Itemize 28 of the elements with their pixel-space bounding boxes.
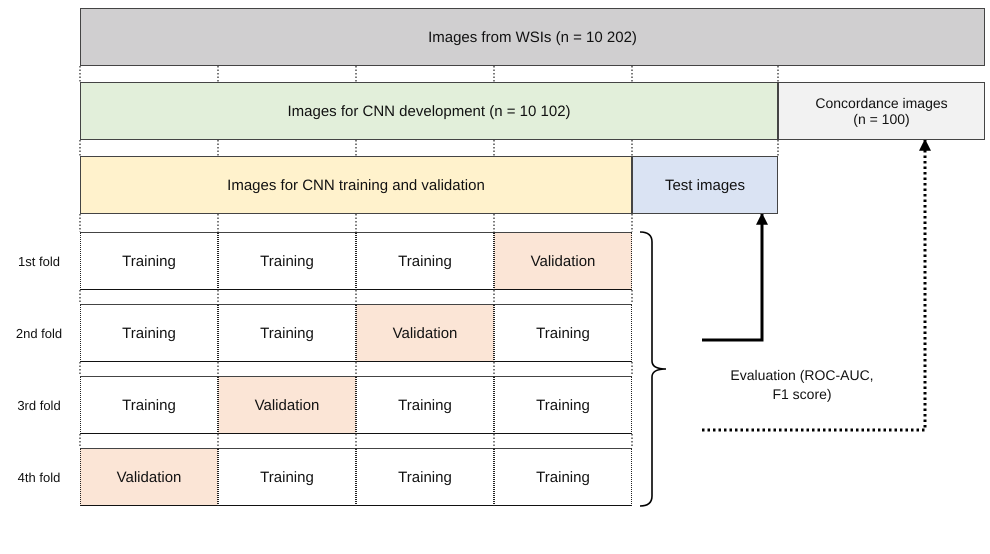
fold-cell: Training: [494, 304, 632, 362]
fold-cell: Validation: [356, 304, 494, 362]
fold-cell: Training: [80, 376, 218, 434]
dataset-band: Images for CNN development (n = 10 102): [80, 82, 778, 140]
fold-cell: Training: [218, 304, 356, 362]
fold-cell: Validation: [80, 448, 218, 506]
fold-cell: Training: [494, 448, 632, 506]
fold-cell: Training: [356, 448, 494, 506]
fold-cell: Training: [494, 376, 632, 434]
fold-label: 4th fold: [16, 468, 62, 486]
dataset-band: Images from WSIs (n = 10 202): [80, 8, 985, 66]
fold-cell: Training: [218, 232, 356, 290]
fold-cell: Validation: [218, 376, 356, 434]
fold-cell: Training: [80, 232, 218, 290]
fold-label: 2nd fold: [14, 324, 64, 342]
evaluation-text: Evaluation (ROC-AUC, F1 score): [702, 338, 902, 432]
dataset-band: Images for CNN training and validation: [80, 156, 632, 214]
fold-cell: Validation: [494, 232, 632, 290]
fold-label: 1st fold: [17, 252, 61, 270]
arrow: [702, 212, 768, 342]
dataset-band: Test images: [632, 156, 778, 214]
fold-label: 3rd fold: [16, 396, 62, 414]
fold-cell: Training: [356, 232, 494, 290]
arrow: [702, 138, 931, 432]
fold-cell: Training: [356, 376, 494, 434]
fold-cell: Training: [80, 304, 218, 362]
fold-cell: Training: [218, 448, 356, 506]
dataset-band: Concordance images (n = 100): [778, 82, 985, 140]
